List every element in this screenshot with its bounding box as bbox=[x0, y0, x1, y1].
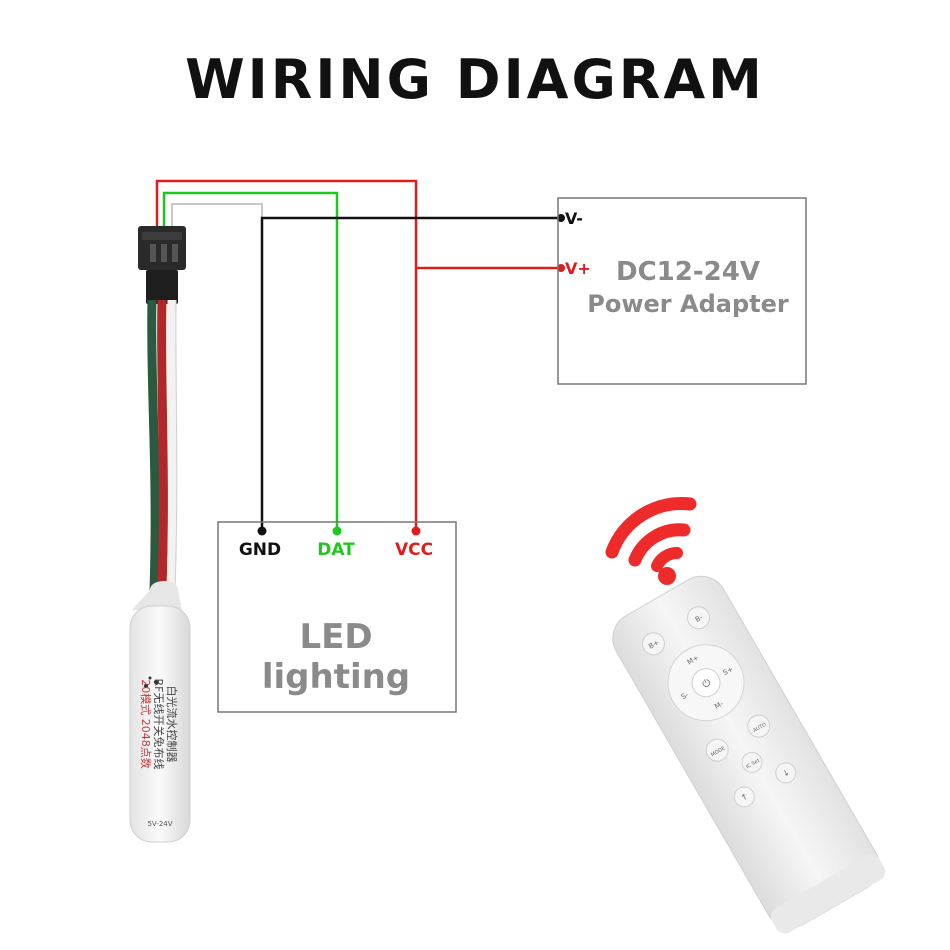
page-title: WIRING DIAGRAM bbox=[185, 48, 765, 111]
white-wire bbox=[171, 203, 263, 228]
vcc-dot bbox=[411, 526, 421, 536]
remote-s-minus-label: S- bbox=[680, 691, 690, 702]
cable bbox=[147, 299, 178, 591]
controller-assembly: 白光流水控制器 RF无线开关免布线 20模式 2048点数 5V-24V bbox=[129, 226, 191, 843]
remote-power-button[interactable] bbox=[687, 664, 725, 702]
rf-controller: 白光流水控制器 RF无线开关免布线 20模式 2048点数 5V-24V bbox=[129, 581, 191, 843]
adapter-name-text: Power Adapter bbox=[587, 290, 789, 318]
controller-text-line1: 白光流水控制器 bbox=[165, 686, 179, 763]
wires bbox=[155, 179, 565, 536]
led-text-line1: LED bbox=[299, 617, 372, 657]
v-plus-label: V+ bbox=[565, 259, 591, 278]
remote-ic-set-button[interactable] bbox=[738, 749, 765, 776]
remote-buttons: B+ B- ⏻ M+ M- S- S+ MODE AUTO IC Set ↑ ↓ bbox=[638, 603, 799, 810]
jst-connector bbox=[138, 226, 186, 304]
remote-down-button[interactable] bbox=[772, 759, 799, 786]
down-arrow-icon: ↓ bbox=[781, 768, 791, 779]
remote-m-minus-label: M- bbox=[713, 699, 725, 710]
adapter-voltage-text: DC12-24V bbox=[616, 257, 760, 287]
controller-voltage-label: 5V-24V bbox=[147, 820, 172, 828]
wireless-signal-icon bbox=[605, 497, 697, 585]
v-plus-dot bbox=[557, 264, 565, 272]
gnd-label: GND bbox=[239, 540, 281, 560]
dat-wire bbox=[162, 191, 339, 530]
dat-label: DAT bbox=[317, 540, 355, 560]
remote-b-plus-button[interactable] bbox=[638, 629, 668, 659]
remote-up-button[interactable] bbox=[731, 783, 758, 810]
remote-auto-button[interactable] bbox=[744, 711, 774, 741]
led-lighting-box: GND DAT VCC LED lighting bbox=[217, 521, 457, 713]
v-minus-label: V- bbox=[565, 209, 583, 228]
remote-b-minus-label: B- bbox=[694, 613, 705, 624]
gnd-dot bbox=[257, 526, 267, 536]
power-adapter-box: V- V+ DC12-24V Power Adapter bbox=[557, 197, 807, 385]
controller-text-line3: 20模式 2048点数 bbox=[139, 679, 152, 769]
v-minus-dot bbox=[557, 214, 565, 222]
vcc-wire bbox=[155, 179, 418, 530]
dat-dot bbox=[332, 526, 342, 536]
led-text-line2: lighting bbox=[262, 657, 410, 697]
remote-mode-button[interactable] bbox=[702, 735, 732, 765]
controller-text-line2: RF无线开关免布线 bbox=[152, 679, 166, 770]
remote-control: B+ B- ⏻ M+ M- S- S+ MODE AUTO IC Set ↑ ↓ bbox=[612, 575, 886, 934]
remote-b-minus-button[interactable] bbox=[683, 603, 713, 633]
gnd-wire bbox=[260, 216, 560, 530]
up-arrow-icon: ↑ bbox=[739, 792, 749, 803]
vcc-label: VCC bbox=[395, 540, 433, 560]
